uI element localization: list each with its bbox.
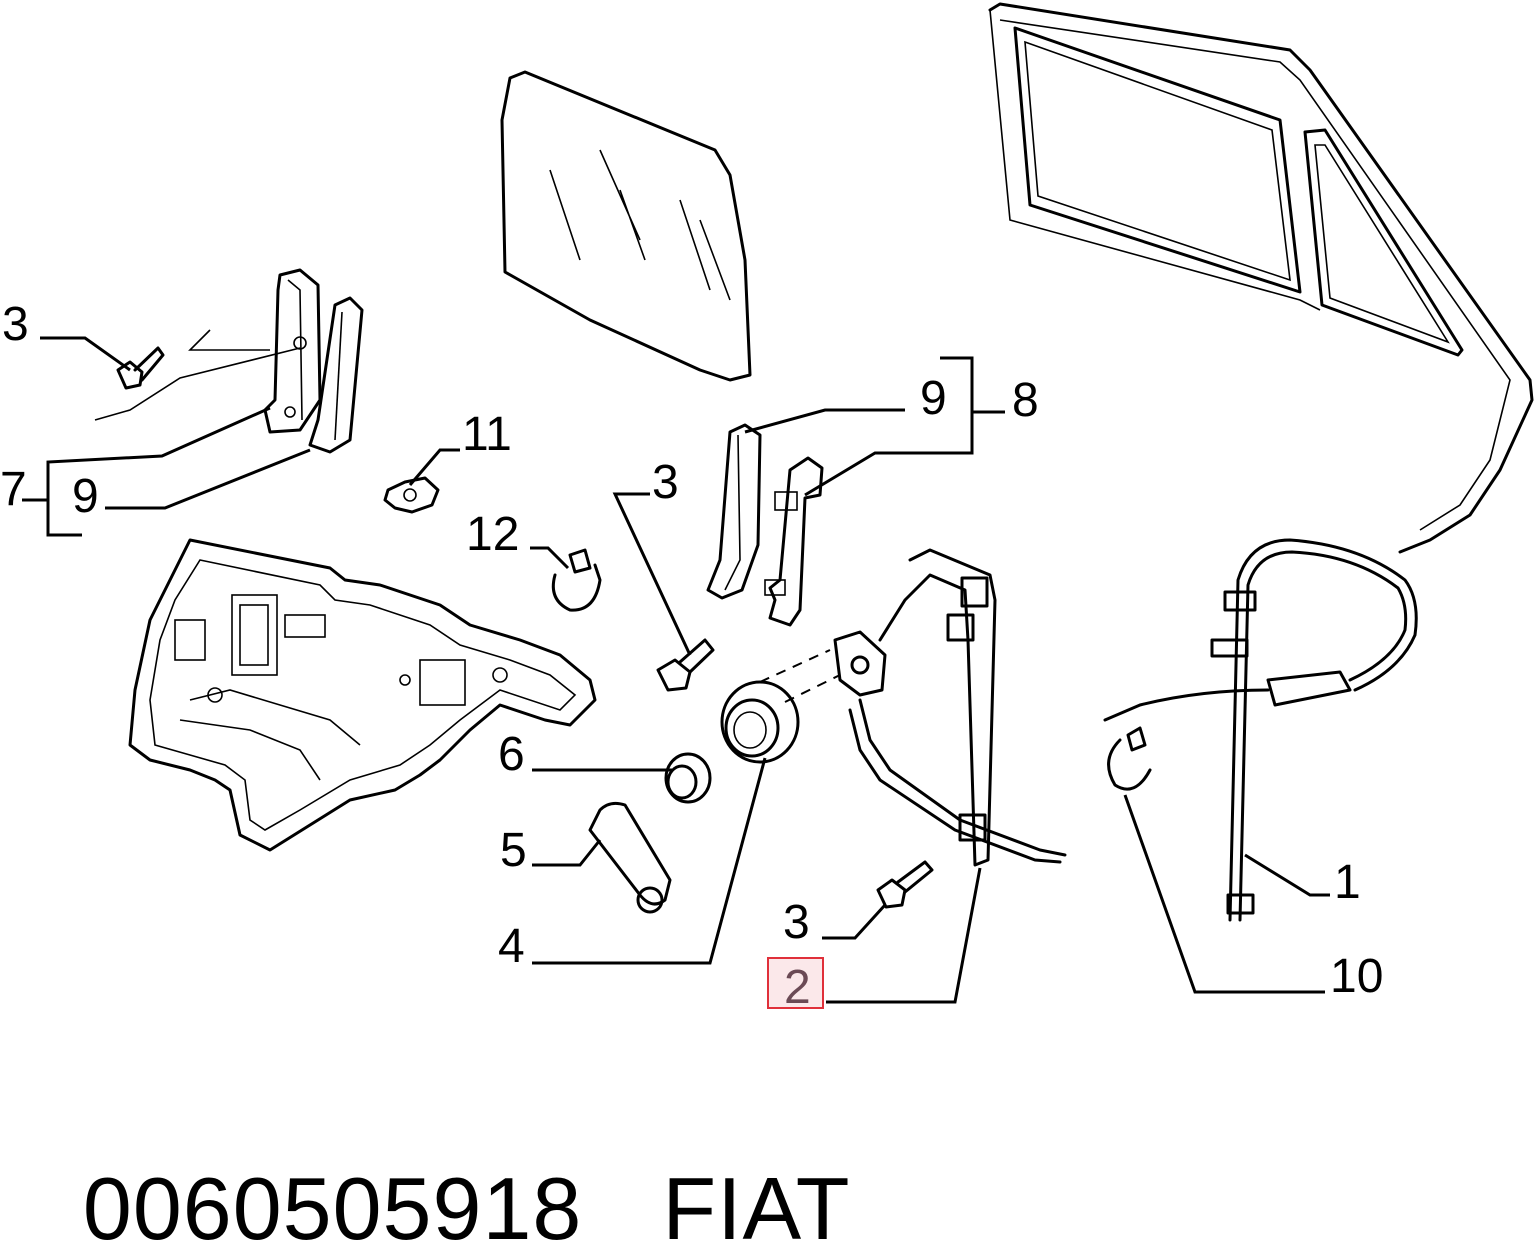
clip-part-11 [383, 476, 440, 514]
part-number: 0060505918 [82, 1159, 583, 1258]
clip-part-10 [1107, 726, 1152, 791]
callout-8: 8 [1012, 374, 1039, 427]
callout-3: 3 [783, 896, 810, 949]
part-number-footer: 0060505918 FIAT [32, 1056, 850, 1260]
cable-regulator-part-1 [1103, 538, 1418, 922]
callout-1: 1 [1334, 856, 1361, 909]
window-regulator-part-2 [759, 548, 1067, 867]
callout-12: 12 [466, 508, 519, 561]
channel-assembly-left [94, 268, 364, 454]
brand-name: FIAT [662, 1159, 851, 1258]
callout-9: 9 [72, 470, 99, 523]
callout-2: 2 [784, 961, 811, 1014]
screw-bottom [876, 860, 934, 909]
door-frame [988, 2, 1534, 554]
clip-part-12 [551, 548, 602, 612]
screw-top-left [116, 346, 165, 390]
channel-assembly-right [706, 423, 824, 627]
bearing-part-4 [720, 680, 800, 764]
crank-handle-part-5 [588, 801, 672, 914]
callout-4: 4 [498, 920, 525, 973]
callout-7: 7 [0, 463, 27, 516]
callout-3: 3 [2, 298, 29, 351]
door-glass [500, 70, 752, 382]
callout-5: 5 [500, 824, 527, 877]
callout-10: 10 [1330, 950, 1383, 1003]
callout-9: 9 [920, 372, 947, 425]
callout-6: 6 [498, 728, 525, 781]
callout-labels: 3 7 9 11 12 3 9 8 6 5 4 3 2 1 10 [0, 298, 1383, 1014]
ring-part-6 [664, 752, 712, 804]
callout-11: 11 [462, 408, 512, 461]
inner-door-panel [128, 538, 597, 852]
screw-middle [656, 638, 715, 692]
highlight-box [767, 957, 824, 1009]
callout-3: 3 [652, 456, 679, 509]
exploded-parts-diagram: 3 7 9 11 12 3 9 8 6 5 4 3 2 1 10 [0, 2, 1534, 1014]
leader-lines [22, 336, 1330, 1004]
